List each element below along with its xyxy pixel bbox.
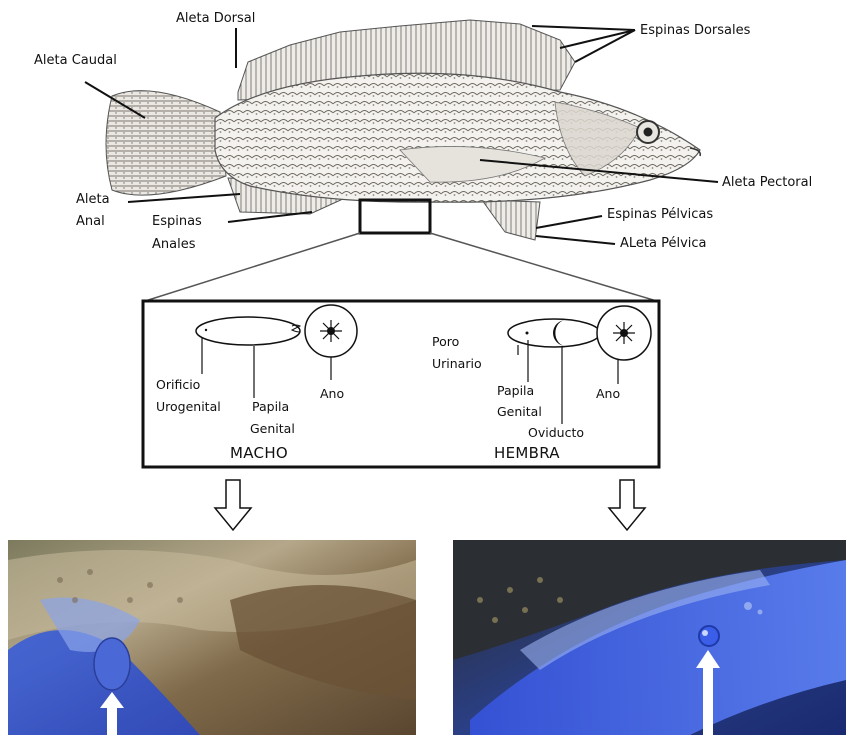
down-arrow-icon <box>215 480 251 530</box>
label-espinas-anales-line2: Anales <box>152 236 195 253</box>
label-orificio-line2: Urogenital <box>156 398 221 416</box>
label-macho-papila-line2: Genital <box>250 420 295 438</box>
label-espinas-anales-line1: Espinas <box>152 213 202 230</box>
label-aleta-anal-line2: Anal <box>76 213 105 230</box>
label-hembra-ano: Ano <box>596 385 620 403</box>
label-aleta-pectoral: Aleta Pectoral <box>722 174 812 191</box>
down-arrow-icon <box>609 480 645 530</box>
label-poro-line1: Poro <box>432 333 459 351</box>
pelvic-fin-shape <box>482 200 540 240</box>
label-hembra-papila-line1: Papila <box>497 382 534 400</box>
label-orificio-line1: Orificio <box>156 376 200 394</box>
label-aleta-pelvica: ALeta Pélvica <box>620 235 707 252</box>
label-poro-line2: Urinario <box>432 355 482 373</box>
label-hembra-papila-line2: Genital <box>497 403 542 421</box>
label-espinas-dorsales: Espinas Dorsales <box>640 22 750 39</box>
male-photo <box>8 540 416 735</box>
zoom-region-box <box>360 200 430 233</box>
female-photo <box>453 540 846 735</box>
label-espinas-pelvicas: Espinas Pélvicas <box>607 206 713 223</box>
macho-title: MACHO <box>230 445 288 462</box>
label-aleta-anal-line1: Aleta <box>76 191 110 208</box>
label-macho-papila-line1: Papila <box>252 398 289 416</box>
label-aleta-caudal: Aleta Caudal <box>34 52 117 69</box>
hembra-title: HEMBRA <box>494 445 560 462</box>
label-macho-ano: Ano <box>320 385 344 403</box>
label-aleta-dorsal: Aleta Dorsal <box>176 10 255 27</box>
sunburst-anus-icon <box>305 305 357 357</box>
sunburst-anus-icon <box>597 306 651 360</box>
label-oviducto: Oviducto <box>528 424 584 442</box>
